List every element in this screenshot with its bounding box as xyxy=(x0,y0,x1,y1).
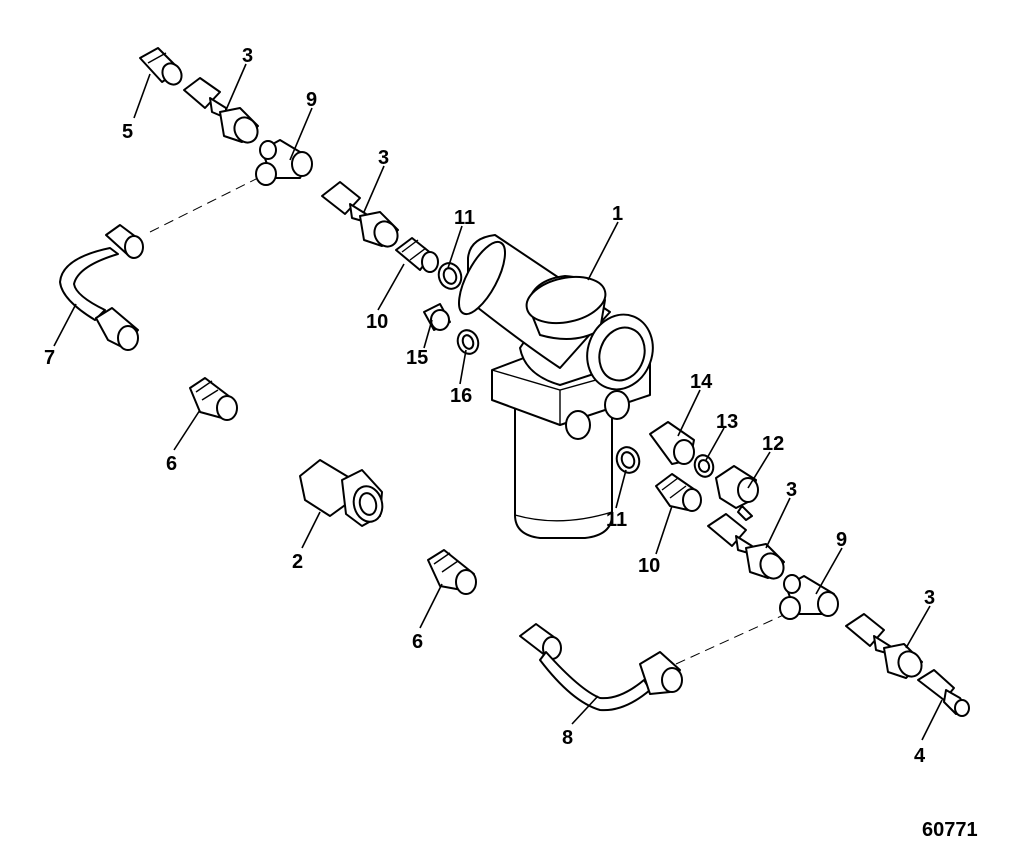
alignment-line-lower xyxy=(675,611,791,665)
fitting-4 xyxy=(917,669,970,717)
filter-assembly xyxy=(458,234,654,539)
washer-11a xyxy=(437,262,463,290)
callout-5: 5 xyxy=(122,121,133,143)
callout-6b: 6 xyxy=(412,631,423,653)
plug-15 xyxy=(423,303,451,331)
fitting-6a xyxy=(189,377,238,421)
callout-11b: 11 xyxy=(606,509,627,531)
callout-13: 13 xyxy=(716,411,738,433)
alignment-line-upper xyxy=(149,177,259,233)
callout-11a: 11 xyxy=(454,207,475,229)
tee-fitting-9b xyxy=(779,574,839,620)
washer-13 xyxy=(693,454,715,478)
sensor-12 xyxy=(715,465,759,521)
callout-2: 2 xyxy=(292,551,303,573)
tube-nut-3d xyxy=(845,613,923,679)
bent-tube-8 xyxy=(519,623,683,712)
figure-id: 60771 xyxy=(922,819,978,841)
tube-nut-3c xyxy=(707,513,785,580)
callout-15: 15 xyxy=(406,347,428,369)
callout-6a: 6 xyxy=(166,453,177,475)
leader-lines xyxy=(53,63,943,741)
callout-12: 12 xyxy=(762,433,784,455)
connector-10b xyxy=(655,473,702,512)
bent-tube-7 xyxy=(59,224,144,351)
tube-nut-3a xyxy=(183,77,259,144)
callout-9a: 9 xyxy=(306,89,317,111)
callout-9b: 9 xyxy=(836,529,847,551)
callout-4: 4 xyxy=(914,745,926,767)
fitting-6b xyxy=(427,549,477,595)
tee-fitting-9a xyxy=(255,139,313,186)
callout-3d: 3 xyxy=(924,587,935,609)
tube-nut-3b xyxy=(321,181,399,248)
callout-1: 1 xyxy=(612,203,623,225)
connector-10a xyxy=(395,237,439,273)
washer-16 xyxy=(456,329,480,355)
callout-8: 8 xyxy=(562,727,573,749)
union-fitting-2 xyxy=(299,459,384,527)
callout-10b: 10 xyxy=(638,555,660,577)
callout-7: 7 xyxy=(44,347,55,369)
callout-3a: 3 xyxy=(242,45,253,67)
callout-10a: 10 xyxy=(366,311,388,333)
callout-3c: 3 xyxy=(786,479,797,501)
callout-16: 16 xyxy=(450,385,472,407)
fitting-5 xyxy=(139,47,183,86)
washer-11b xyxy=(615,446,641,474)
callout-3b: 3 xyxy=(378,147,389,169)
callout-14: 14 xyxy=(690,371,713,393)
adapter-14 xyxy=(649,421,695,465)
